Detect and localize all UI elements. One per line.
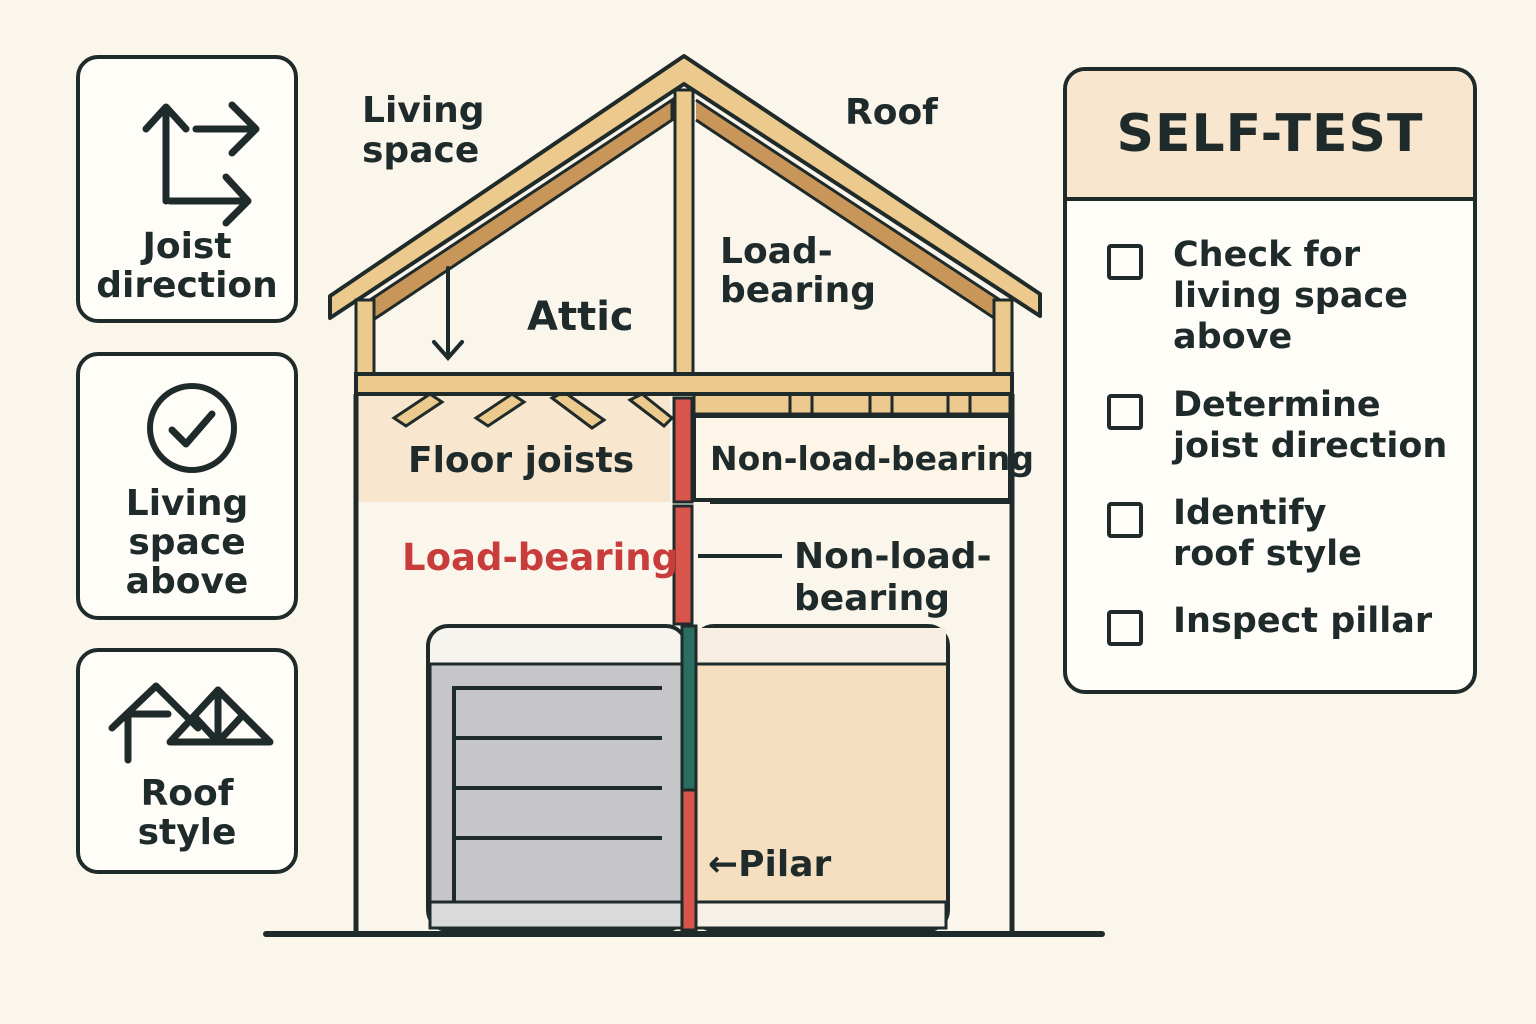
checklist-item-joist-direction[interactable]: Determine joist direction [1107, 385, 1447, 467]
checkbox[interactable] [1107, 502, 1143, 538]
beige-panel-top [696, 628, 946, 664]
pillar-green [680, 624, 698, 792]
pillar-red [680, 788, 698, 932]
living-space-label: Living [362, 90, 484, 131]
checklist-item-roof-style[interactable]: Identify roof style [1107, 493, 1362, 575]
garage-door-panel [428, 662, 688, 904]
roof-label: Roof [845, 92, 938, 133]
load-bearing-upper-label-line2: bearing [720, 270, 876, 311]
check-circle-icon [147, 383, 237, 473]
beige-panel-sill [694, 900, 948, 930]
card-living-space-above: Living space above [76, 352, 298, 620]
card-joist-direction: Joist direction [76, 55, 298, 323]
checklist-label: Determine joist direction [1173, 385, 1448, 466]
load-bearing-beam-upper [672, 396, 694, 504]
checkbox[interactable] [1107, 610, 1143, 646]
checklist-item-living-space[interactable]: Check for living space above [1107, 235, 1408, 358]
joist-blocks [788, 394, 972, 414]
self-test-panel: SELF-TEST Check for living space above D… [1063, 67, 1477, 694]
checklist-label: Identify roof style [1173, 493, 1362, 574]
non-load-bearing-upper-label: Non-load-bearing [710, 439, 1034, 478]
attic-post-right [992, 298, 1014, 378]
ceiling-joist-strip [692, 392, 1012, 416]
attic-label: Attic [527, 294, 634, 340]
pilar-label: ←Pilar [708, 844, 832, 885]
card-label: Joist direction [96, 226, 278, 306]
checklist-label: Inspect pillar [1173, 601, 1433, 641]
card-roof-style: Roof style [76, 648, 298, 874]
attic-post-left [354, 298, 376, 378]
joist-arrows-icon [142, 101, 260, 227]
angled-joists [391, 390, 675, 430]
roof-truss-icon [108, 682, 274, 764]
down-arrow-icon [432, 266, 464, 362]
self-test-title: SELF-TEST [1067, 71, 1473, 201]
rafter-left [369, 97, 674, 324]
checklist-item-inspect-pillar[interactable]: Inspect pillar [1107, 601, 1432, 646]
non-load-bearing-lower-label: Non-load- [794, 536, 992, 577]
card-label: Roof style [137, 773, 237, 853]
floor-joists-label: Floor joists [408, 440, 634, 481]
king-post [673, 88, 695, 376]
garage-door-sill [428, 900, 688, 930]
load-bearing-beam-lower [672, 504, 694, 626]
upper-right-room [692, 414, 1012, 502]
load-bearing-lower-label: Load-bearing [402, 536, 678, 579]
card-label: Living space above [125, 483, 249, 602]
ceiling-beam [354, 372, 1014, 396]
living-space-label-line2: space [362, 130, 479, 171]
load-bearing-upper-label: Load- [720, 231, 833, 272]
roof-panel [328, 54, 1042, 320]
checkbox[interactable] [1107, 394, 1143, 430]
non-load-bearing-lower-label-line2: bearing [794, 578, 950, 619]
garage-door-slats [452, 686, 662, 902]
checklist-label: Check for living space above [1173, 235, 1408, 357]
checkbox[interactable] [1107, 244, 1143, 280]
